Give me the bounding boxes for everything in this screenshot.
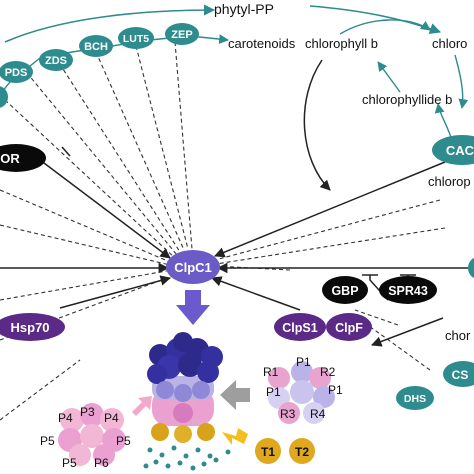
- svg-text:CS: CS: [452, 368, 469, 382]
- svg-text:T2: T2: [295, 445, 309, 459]
- svg-text:ClpC1: ClpC1: [174, 260, 212, 275]
- node-clpf: ClpF: [326, 313, 372, 341]
- node-pds: PDS: [0, 61, 33, 83]
- chl-b-to-degradation-arc: [303, 59, 331, 191]
- ring-label-p1-right: P1: [328, 383, 343, 397]
- carotenoid-chain-arc: [0, 34, 229, 96]
- svg-text:ZEP: ZEP: [171, 29, 192, 41]
- svg-text:ZDS: ZDS: [45, 55, 67, 67]
- ring-label-p5-bottom: P5: [62, 456, 77, 470]
- node-partial-teal-right: [468, 257, 474, 279]
- node-cs: CS: [443, 361, 474, 387]
- ring-label-p5-left: P5: [40, 434, 55, 448]
- svg-text:BCH: BCH: [84, 41, 108, 53]
- ring-label-p6: P6: [94, 456, 109, 470]
- node-zds: ZDS: [39, 49, 73, 71]
- p-ring-arrow: [132, 396, 152, 416]
- svg-text:GBP: GBP: [331, 284, 358, 298]
- ring-label-p1-top: P1: [296, 355, 311, 369]
- phytyl-to-chlorophyll-arc: [309, 5, 442, 34]
- r-ring-arrow: [220, 380, 250, 410]
- svg-text:ClpS1: ClpS1: [282, 321, 317, 335]
- ring-label-r1: R1: [263, 365, 279, 379]
- node-hsp70: Hsp70: [0, 313, 65, 341]
- ring-label-r3: R3: [280, 407, 296, 421]
- svg-text:DHS: DHS: [404, 393, 426, 405]
- clpc1-to-protease-arrow: [176, 290, 210, 325]
- r-ring: [268, 361, 335, 424]
- solid-lines: [0, 159, 474, 347]
- ring-label-r4: R4: [310, 407, 326, 421]
- node-spr43: SPR43: [379, 276, 437, 304]
- node-lut5: LUT5: [118, 27, 154, 49]
- svg-text:ClpF: ClpF: [335, 321, 363, 335]
- chlorophyll-b-label: chlorophyll b: [305, 36, 378, 51]
- ring-label-r2: R2: [320, 365, 336, 379]
- svg-text:PDS: PDS: [5, 67, 28, 79]
- svg-text:T1: T1: [261, 445, 275, 459]
- inhibition-lines: [61, 146, 416, 301]
- node-clpc1: ClpC1: [166, 250, 220, 284]
- chlorophyll-partial-label: chlorop: [428, 174, 471, 189]
- p-ring: [58, 403, 126, 466]
- carotenoids-label: carotenoids: [228, 36, 296, 51]
- ring-label-p3: P3: [80, 405, 95, 419]
- node-zep: ZEP: [165, 23, 199, 45]
- chlorophyllide-b-label: chlorophyllide b: [362, 92, 452, 107]
- svg-text:SPR43: SPR43: [388, 284, 428, 298]
- node-t1: T1: [255, 438, 281, 464]
- node-or: OR: [0, 144, 46, 172]
- clp-protease-complex: [147, 332, 223, 443]
- phytyl-arc-left: [4, 4, 216, 43]
- chlorophyll-a-label: chloro: [432, 36, 467, 51]
- ring-label-p4-left: P4: [58, 411, 73, 425]
- node-cao: CAC: [432, 135, 474, 165]
- cao-to-chlide-arc: [434, 103, 453, 141]
- node-t2: T2: [289, 438, 315, 464]
- node-dhs: DHS: [396, 386, 434, 410]
- node-gbp: GBP: [322, 276, 368, 304]
- chorismate-partial-label: chor: [445, 328, 471, 343]
- node-partial-teal-left: [0, 86, 8, 108]
- t-arrow: [222, 428, 248, 445]
- chlorophyll-b-to-a-arc: [339, 19, 431, 35]
- phytyl-pp-label: phytyl-PP: [214, 1, 274, 17]
- ring-label-p1-left: P1: [266, 385, 281, 399]
- node-clps1: ClpS1: [274, 313, 326, 341]
- svg-text:LUT5: LUT5: [123, 33, 149, 45]
- ring-label-p4-right: P4: [104, 411, 119, 425]
- chlide-to-chl-b-arrow: [377, 61, 401, 93]
- svg-text:CAC: CAC: [446, 143, 474, 158]
- chlorophyll-to-cao-arrow: [454, 54, 469, 109]
- node-bch: BCH: [79, 35, 113, 57]
- svg-text:OR: OR: [0, 151, 20, 166]
- peptide-fragments: [143, 445, 231, 471]
- svg-text:Hsp70: Hsp70: [10, 320, 49, 335]
- ring-label-p5-right: P5: [116, 434, 131, 448]
